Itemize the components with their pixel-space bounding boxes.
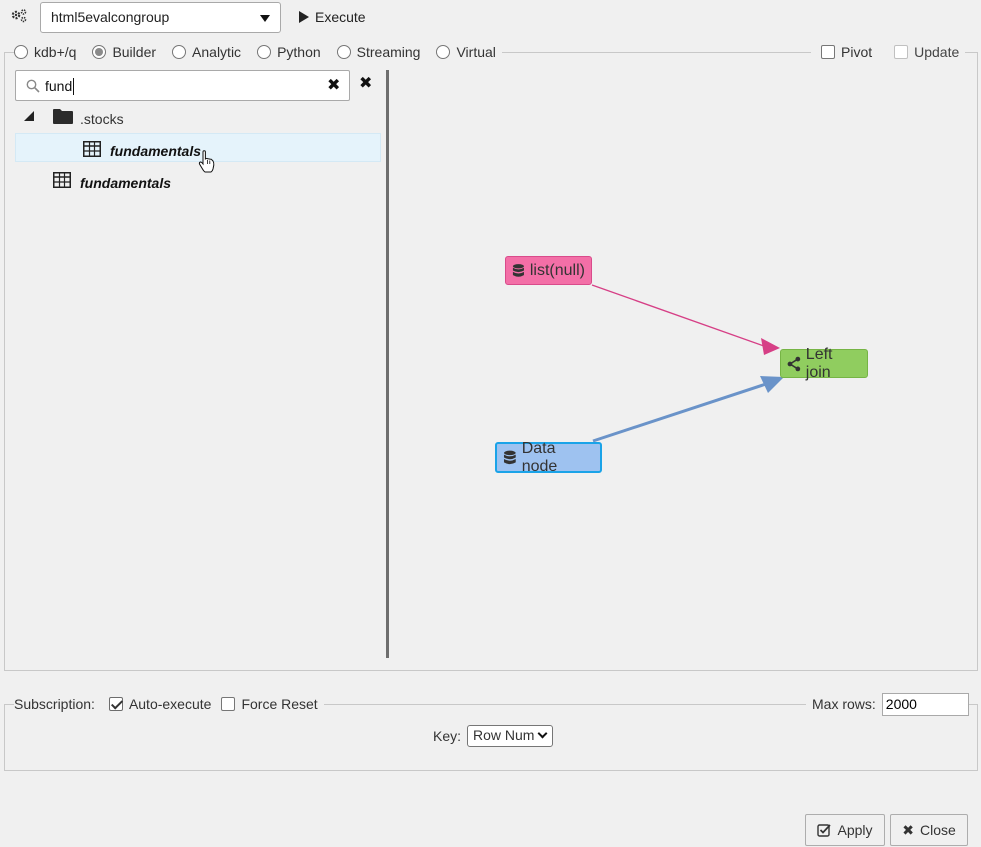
radio-builder-label: Builder (112, 44, 157, 60)
close-label: Close (919, 822, 956, 838)
max-rows-group: Max rows: (806, 692, 969, 716)
gear-icon[interactable] (10, 8, 28, 24)
radio-analytic[interactable]: Analytic (172, 44, 241, 60)
tree-child-table-label[interactable]: fundamentals (110, 143, 202, 159)
subscription-panel (4, 704, 978, 771)
pivot-checkbox[interactable]: Pivot (821, 44, 872, 60)
search-icon (26, 79, 40, 93)
execute-button[interactable]: Execute (299, 8, 366, 26)
connection-select[interactable]: html5evalcongroup (40, 2, 281, 33)
update-checkbox[interactable]: Update (894, 44, 959, 60)
clear-search-icon[interactable]: ✖ (327, 77, 341, 94)
radio-streaming-label: Streaming (356, 44, 421, 60)
radio-virtual-label: Virtual (456, 44, 496, 60)
radio-analytic-control[interactable] (172, 45, 187, 59)
pivot-label: Pivot (841, 44, 873, 60)
tree-folder-label[interactable]: .stocks (80, 111, 124, 127)
radio-analytic-label: Analytic (192, 44, 242, 60)
force-reset-checkbox[interactable]: Force Reset (221, 696, 318, 712)
radio-python-label: Python (277, 44, 321, 60)
radio-streaming-control[interactable] (336, 45, 351, 59)
chevron-down-icon (537, 728, 548, 739)
text-caret (73, 78, 74, 95)
caret-down-icon (260, 15, 270, 22)
table-icon (53, 172, 71, 188)
subscription-label: Subscription: (14, 696, 95, 712)
table-icon (83, 141, 101, 157)
graph-node-list-null[interactable]: list(null) (505, 256, 592, 285)
key-label: Key: (433, 728, 462, 744)
radio-builder[interactable]: Builder (92, 44, 156, 60)
play-icon (299, 11, 309, 23)
radio-kdb-control[interactable] (14, 45, 28, 59)
subscription-legend: Subscription: Auto-execute Force Reset (14, 694, 324, 714)
node-label: Data node (521, 439, 558, 475)
radio-python[interactable]: Python (257, 44, 321, 60)
update-checkbox-control[interactable] (894, 45, 909, 59)
radio-virtual[interactable]: Virtual (436, 44, 496, 60)
radio-python-control[interactable] (257, 45, 272, 59)
graph-canvas (591, 284, 784, 443)
max-rows-input[interactable] (881, 692, 969, 716)
clear-tree-icon[interactable]: ✖ (359, 75, 373, 92)
key-select[interactable]: Row Num (467, 725, 554, 747)
auto-execute-checkbox[interactable]: Auto-execute (108, 696, 212, 712)
search-input[interactable]: fund (45, 78, 73, 94)
options-group: Pivot Update (811, 42, 966, 62)
radio-builder-control[interactable] (92, 45, 107, 59)
arrowhead-pink (761, 338, 780, 355)
close-icon: ✖ (902, 821, 914, 838)
apply-button[interactable]: Apply (805, 814, 885, 846)
query-type-group: kdb+/q Builder Analytic Python Streaming… (14, 42, 502, 62)
hand-cursor-icon (198, 150, 215, 173)
pivot-checkbox-control[interactable] (821, 45, 835, 59)
share-icon (787, 356, 801, 371)
node-label: list(null) (529, 261, 585, 279)
key-group: Key: Row Num (433, 725, 554, 747)
force-reset-label: Force Reset (241, 696, 318, 712)
node-label: Left join (805, 345, 833, 381)
auto-execute-checkbox-control[interactable] (108, 697, 123, 711)
graph-node-data-node[interactable]: Data node (495, 439, 602, 475)
auto-execute-label: Auto-execute (128, 696, 212, 712)
tree-row-selected[interactable] (15, 133, 381, 162)
pane-splitter[interactable] (386, 70, 389, 658)
close-button[interactable]: ✖ Close (890, 814, 968, 846)
update-label: Update (914, 44, 960, 60)
expand-triangle-icon[interactable] (24, 111, 34, 121)
connection-select-value: html5evalcongroup (51, 9, 170, 25)
force-reset-checkbox-control[interactable] (221, 697, 236, 711)
radio-kdb[interactable]: kdb+/q (14, 44, 76, 60)
folder-icon (53, 109, 73, 124)
edge-data-to-join (592, 382, 767, 443)
execute-label: Execute (315, 9, 366, 25)
arrowhead-blue (760, 376, 784, 393)
graph-node-left-join[interactable]: Left join (780, 346, 868, 381)
edge-list-to-join (591, 284, 765, 347)
check-square-icon (817, 824, 832, 837)
radio-virtual-control[interactable] (436, 45, 451, 59)
database-icon (503, 450, 516, 464)
max-rows-label: Max rows: (812, 696, 876, 712)
radio-kdb-label: kdb+/q (34, 44, 77, 60)
tree-root-table-label[interactable]: fundamentals (80, 175, 172, 191)
radio-streaming[interactable]: Streaming (336, 44, 421, 60)
key-select-value: Row Num (473, 727, 535, 743)
apply-label: Apply (837, 822, 873, 838)
database-icon (512, 263, 524, 277)
tree-search-box[interactable]: fund ✖ (15, 70, 350, 101)
